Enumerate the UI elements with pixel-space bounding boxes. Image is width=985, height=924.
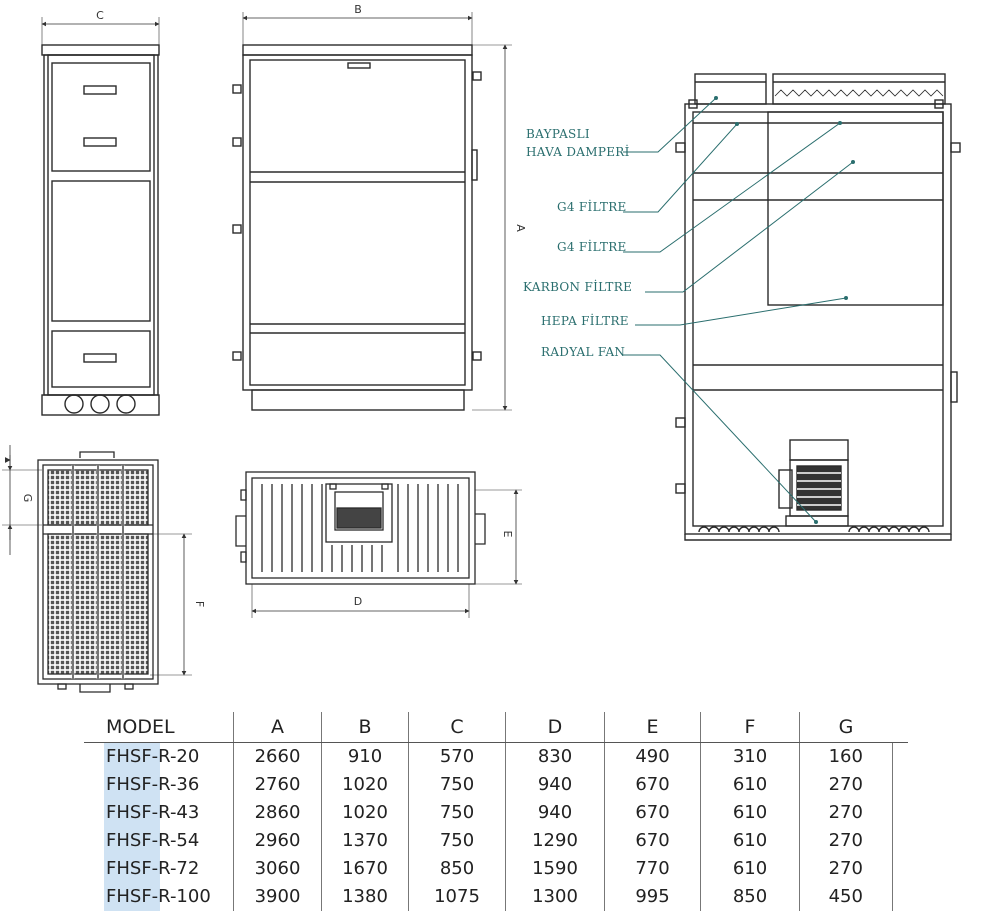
- cell-f: 610: [700, 799, 800, 827]
- cell-d: 940: [505, 799, 605, 827]
- dimension-c-label: C: [96, 9, 104, 22]
- dimension-g: G: [2, 445, 42, 555]
- callout-dots: [714, 96, 855, 524]
- technical-drawing: C B A: [2, 3, 961, 693]
- label-carbon-filter: KARBON FİLTRE: [523, 279, 632, 294]
- cell-f: 610: [700, 771, 800, 799]
- column-header-e: E: [604, 712, 701, 743]
- column-header-a: A: [233, 712, 322, 743]
- cell-g: 270: [799, 799, 893, 827]
- top-view: [37, 451, 159, 693]
- table-row: FHSF-R-54 2960 1370 750 1290 670 610 270: [84, 827, 908, 855]
- cell-e: 995: [604, 883, 701, 911]
- cell-c: 850: [408, 855, 506, 883]
- cell-g: 270: [799, 855, 893, 883]
- cell-model: FHSF-R-20: [84, 742, 234, 771]
- cell-a: 2760: [233, 771, 322, 799]
- cell-e: 670: [604, 771, 701, 799]
- dimension-a-label: A: [514, 224, 527, 232]
- table-row: FHSF-R-100 3900 1380 1075 1300 995 850 4…: [84, 883, 908, 911]
- cell-model: FHSF-R-72: [84, 855, 234, 883]
- dimension-f: F: [150, 533, 206, 676]
- cell-d: 830: [505, 742, 605, 771]
- cell-a: 2960: [233, 827, 322, 855]
- cell-c: 750: [408, 799, 506, 827]
- cell-d: 940: [505, 771, 605, 799]
- cell-c: 570: [408, 742, 506, 771]
- dimension-e: E: [475, 489, 522, 585]
- cell-f: 310: [700, 742, 800, 771]
- cell-a: 3900: [233, 883, 322, 911]
- cell-e: 670: [604, 827, 701, 855]
- dimension-e-label: E: [501, 531, 514, 538]
- cell-c: 1075: [408, 883, 506, 911]
- cell-g: 270: [799, 827, 893, 855]
- cell-b: 1020: [321, 771, 409, 799]
- dimension-g-label: G: [21, 494, 34, 503]
- table-row: FHSF-R-36 2760 1020 750 940 670 610 270: [84, 771, 908, 799]
- cell-a: 3060: [233, 855, 322, 883]
- cell-f: 610: [700, 827, 800, 855]
- cell-c: 750: [408, 827, 506, 855]
- column-header-c: C: [408, 712, 506, 743]
- section-view: [675, 73, 961, 541]
- side-view: [41, 44, 160, 416]
- dimension-a: A: [472, 44, 527, 411]
- cell-c: 750: [408, 771, 506, 799]
- dimension-b-label: B: [354, 3, 362, 16]
- column-header-b: B: [321, 712, 409, 743]
- dimension-c: C: [41, 9, 160, 45]
- header-rule-extension: [892, 712, 908, 743]
- table-header-row: MODEL A B C D E F G: [84, 712, 908, 743]
- label-hepa-filter: HEPA FİLTRE: [541, 313, 629, 328]
- cell-e: 670: [604, 799, 701, 827]
- cell-model: FHSF-R-100: [84, 883, 234, 911]
- cell-b: 1670: [321, 855, 409, 883]
- cell-b: 910: [321, 742, 409, 771]
- cell-model: FHSF-R-54: [84, 827, 234, 855]
- cell-model: FHSF-R-43: [84, 799, 234, 827]
- table-row: FHSF-R-72 3060 1670 850 1590 770 610 270: [84, 855, 908, 883]
- column-header-model: MODEL: [84, 712, 234, 743]
- cell-a: 2660: [233, 742, 322, 771]
- cell-g: 160: [799, 742, 893, 771]
- cell-g: 270: [799, 771, 893, 799]
- cell-a: 2860: [233, 799, 322, 827]
- cell-model: FHSF-R-36: [84, 771, 234, 799]
- callout-lines: [623, 97, 854, 523]
- cell-b: 1370: [321, 827, 409, 855]
- dimension-b: B: [242, 3, 473, 45]
- label-g4-filter-1: G4 FİLTRE: [557, 199, 627, 214]
- dimension-d: D: [251, 584, 470, 618]
- cell-e: 770: [604, 855, 701, 883]
- column-header-f: F: [700, 712, 800, 743]
- front-view: [232, 44, 482, 411]
- dimension-table: MODEL A B C D E F G FHSF-R-20 2660 910 5…: [84, 712, 908, 911]
- dimension-f-label: F: [193, 601, 206, 607]
- cell-b: 1380: [321, 883, 409, 911]
- cell-d: 1590: [505, 855, 605, 883]
- cell-g: 450: [799, 883, 893, 911]
- cell-e: 490: [604, 742, 701, 771]
- label-bypass-damper-line2: HAVA DAMPERİ: [526, 144, 630, 159]
- column-header-g: G: [799, 712, 892, 743]
- table-row: FHSF-R-20 2660 910 570 830 490 310 160: [84, 742, 908, 771]
- label-g4-filter-2: G4 FİLTRE: [557, 239, 627, 254]
- cell-f: 610: [700, 855, 800, 883]
- cell-d: 1290: [505, 827, 605, 855]
- plan-view: [235, 471, 486, 585]
- column-header-d: D: [505, 712, 605, 743]
- cell-b: 1020: [321, 799, 409, 827]
- cell-f: 850: [700, 883, 800, 911]
- cell-d: 1300: [505, 883, 605, 911]
- label-radial-fan: RADYAL FAN: [541, 345, 625, 359]
- label-bypass-damper-line1: BAYPASLI: [526, 127, 590, 141]
- dimension-d-label: D: [354, 595, 362, 608]
- table-row: FHSF-R-43 2860 1020 750 940 670 610 270: [84, 799, 908, 827]
